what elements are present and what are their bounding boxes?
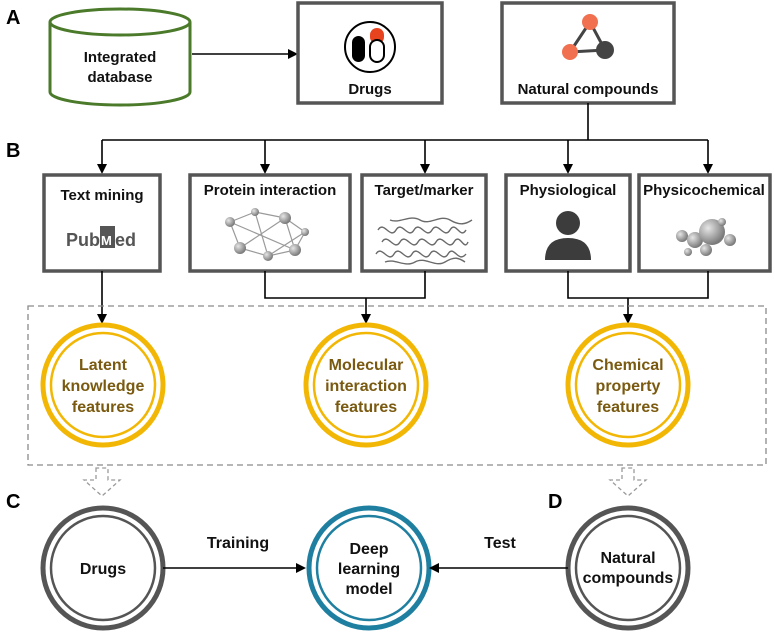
network-icon (225, 208, 309, 261)
chemical-label-line1: Chemical (592, 357, 663, 374)
target-marker-label: Target/marker (375, 182, 474, 199)
drugs-training-circle: Drugs (40, 505, 166, 631)
molecular-label-line2: interaction (325, 378, 407, 395)
branch-connectors (102, 103, 708, 141)
pubmed-logo: Pub M ed (66, 226, 136, 250)
training-label: Training (207, 535, 269, 552)
chemical-label-line3: features (597, 399, 659, 416)
dashed-down-arrow-left (82, 467, 122, 497)
natural-compounds-circle-line2: compounds (583, 570, 674, 587)
text-mining-label: Text mining (60, 187, 143, 204)
natural-compounds-test-circle: Natural compounds (565, 505, 691, 631)
latent-label-line1: Latent (79, 357, 128, 374)
pill-icon (344, 21, 396, 73)
molecule-3d-icon (676, 218, 736, 256)
molecular-label-line3: features (335, 399, 397, 416)
deep-learning-label-line1: Deep (349, 541, 388, 558)
svg-text:M: M (101, 233, 112, 248)
natural-compounds-circle-line1: Natural (600, 550, 655, 567)
panel-letter-b: B (6, 140, 20, 162)
drugs-source-label: Drugs (348, 81, 391, 98)
feature-group-dashed-box (27, 305, 767, 466)
latent-knowledge-features: Latent knowledge features (40, 322, 166, 448)
natural-compounds-source-box: Natural compounds (500, 1, 676, 105)
feature-connectors (264, 271, 709, 299)
latent-label-line3: features (72, 399, 134, 416)
molecular-label-line1: Molecular (329, 357, 404, 374)
physiological-box: Physiological (504, 173, 632, 273)
chemical-property-features: Chemical property features (565, 322, 691, 448)
panel-letter-d: D (548, 491, 562, 513)
deep-learning-label-line2: learning (338, 561, 400, 578)
natural-compounds-source-label: Natural compounds (518, 81, 659, 98)
pubmed-logo-pub: Pub (66, 230, 100, 250)
physiological-label: Physiological (520, 182, 617, 199)
drugs-source-box: Drugs (296, 1, 444, 105)
drugs-circle-label: Drugs (80, 561, 126, 578)
deep-learning-model-circle: Deep learning model (306, 505, 432, 631)
text-mining-box: Text mining Pub M ed (42, 173, 162, 273)
test-label: Test (484, 535, 516, 552)
target-marker-box: Target/marker (360, 173, 488, 273)
dashed-down-arrow-right (608, 467, 648, 497)
integrated-database-cylinder: Integrated database (48, 7, 192, 107)
protein-structure-icon (375, 217, 473, 265)
panel-letter-c: C (6, 491, 20, 513)
molecular-interaction-features: Molecular interaction features (303, 322, 429, 448)
protein-interaction-label: Protein interaction (204, 182, 337, 199)
database-label-line1: Integrated (84, 49, 157, 66)
protein-interaction-box: Protein interaction (188, 173, 352, 273)
deep-learning-label-line3: model (345, 581, 392, 598)
latent-label-line2: knowledge (62, 378, 145, 395)
panel-letter-a: A (6, 7, 20, 29)
pubmed-logo-ed: ed (115, 230, 136, 250)
physicochemical-box: Physicochemical (637, 173, 772, 273)
database-label-line2: database (87, 69, 152, 86)
chemical-label-line2: property (596, 378, 661, 395)
physicochemical-label: Physicochemical (643, 182, 765, 199)
person-icon (545, 211, 591, 260)
molecule-icon (562, 14, 614, 60)
